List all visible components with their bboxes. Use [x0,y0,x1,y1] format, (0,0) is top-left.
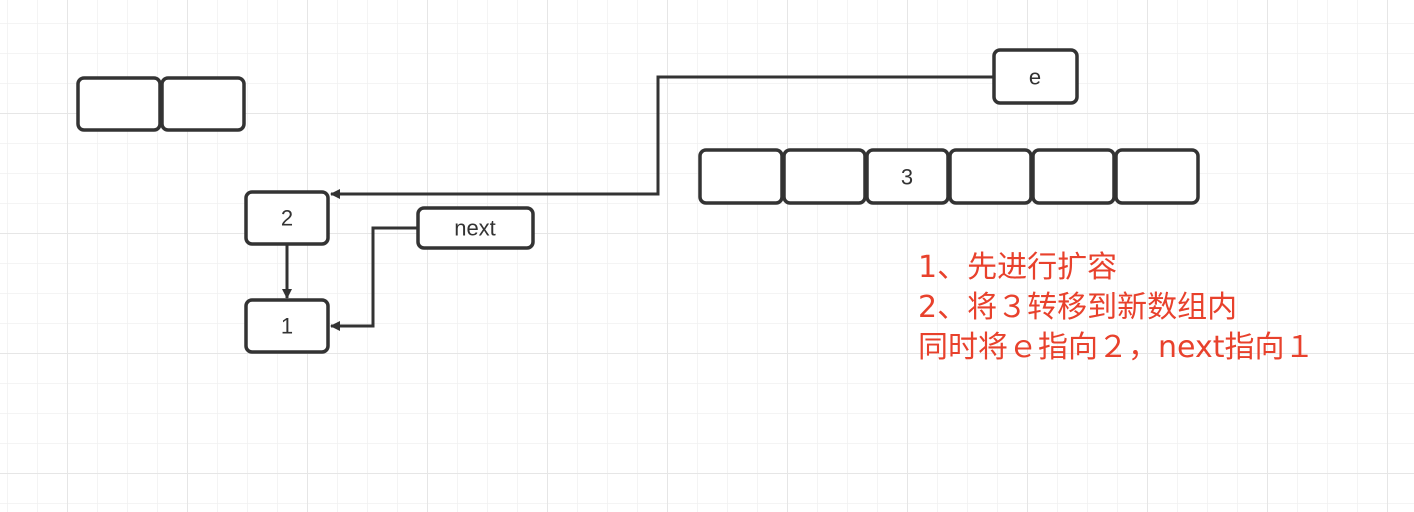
old-array-slot[interactable] [76,76,162,132]
e-pointer-arrow[interactable] [330,75,994,199]
annotation-line-3: 同时将ｅ指向２，next指向１ [918,330,1315,365]
node-2-label: 2 [281,206,293,231]
next-pointer-arrow[interactable] [330,226,418,331]
new-array-slot[interactable] [865,148,950,205]
next-box[interactable] [416,206,535,250]
annotation-text: 1、先进行扩容 2、将３转移到新数组内 同时将ｅ指向２，next指向１ [918,248,1314,368]
new-array-slot-label: 3 [901,165,913,190]
new-array[interactable]: 3 [698,148,1200,205]
new-array-slot[interactable] [1114,148,1200,205]
annotation-line-1: 1、先进行扩容 [918,250,1118,285]
node-2-box[interactable] [244,190,330,246]
old-array[interactable] [76,76,246,132]
next-node[interactable]: next [416,206,535,250]
new-array-slot[interactable] [1031,148,1116,205]
annotation-line-2: 2、将３转移到新数组内 [918,290,1238,325]
node-1-box[interactable] [244,298,330,354]
node-1[interactable]: 1 [244,298,330,354]
new-array-slot[interactable] [782,148,867,205]
node-1-label: 1 [281,314,293,339]
new-array-slot[interactable] [698,148,784,205]
new-array-slot[interactable] [948,148,1033,205]
e-node[interactable]: e [992,48,1079,105]
e-label: e [1029,65,1041,90]
next-label: next [454,216,496,241]
e-box[interactable] [992,48,1079,105]
old-array-slot[interactable] [160,76,246,132]
node-2[interactable]: 2 [244,190,330,246]
